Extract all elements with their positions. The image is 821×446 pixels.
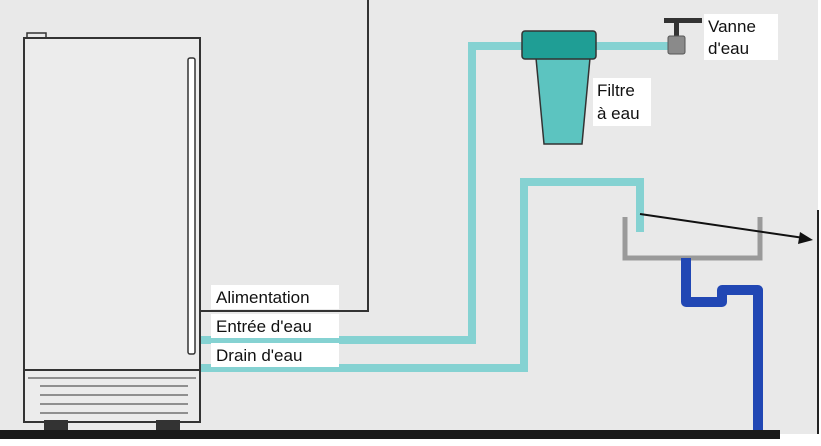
power-cord xyxy=(196,0,369,312)
ice-machine xyxy=(23,32,201,431)
label-water-inlet: Entrée d'eau xyxy=(216,317,312,336)
top-hinge xyxy=(26,32,47,38)
filter-label-bg xyxy=(593,78,651,126)
label-water-valve-line2: d'eau xyxy=(708,39,749,58)
sink-basin xyxy=(622,217,763,261)
pointer-arrow xyxy=(639,213,813,244)
label-water-valve-line1: Vanne xyxy=(708,17,756,36)
valve-stem xyxy=(674,18,679,38)
valve-handle xyxy=(664,18,702,23)
label-water-filter-line1: Filtre xyxy=(597,81,635,100)
water-filter xyxy=(521,30,597,145)
cabinet-body xyxy=(23,37,201,423)
water-drain-line xyxy=(196,178,644,372)
floor-line xyxy=(0,430,780,439)
right-foot xyxy=(156,420,180,431)
filter-bowl xyxy=(535,57,591,145)
valve-label-bg xyxy=(704,14,778,60)
valve-body xyxy=(667,35,686,55)
water-valve xyxy=(664,18,702,55)
drain-pipe xyxy=(681,258,763,436)
drain-label-bg xyxy=(211,343,339,367)
label-power: Alimentation xyxy=(216,288,310,307)
arrow-head-icon xyxy=(798,232,813,244)
door-handle xyxy=(187,57,196,355)
label-water-filter-line2: à eau xyxy=(597,104,640,123)
left-foot xyxy=(44,420,68,431)
label-water-drain: Drain d'eau xyxy=(216,346,302,365)
inlet-label-bg xyxy=(211,314,339,338)
power-label-bg xyxy=(211,285,339,309)
filter-housing xyxy=(521,30,597,60)
water-inlet-line xyxy=(196,42,530,344)
